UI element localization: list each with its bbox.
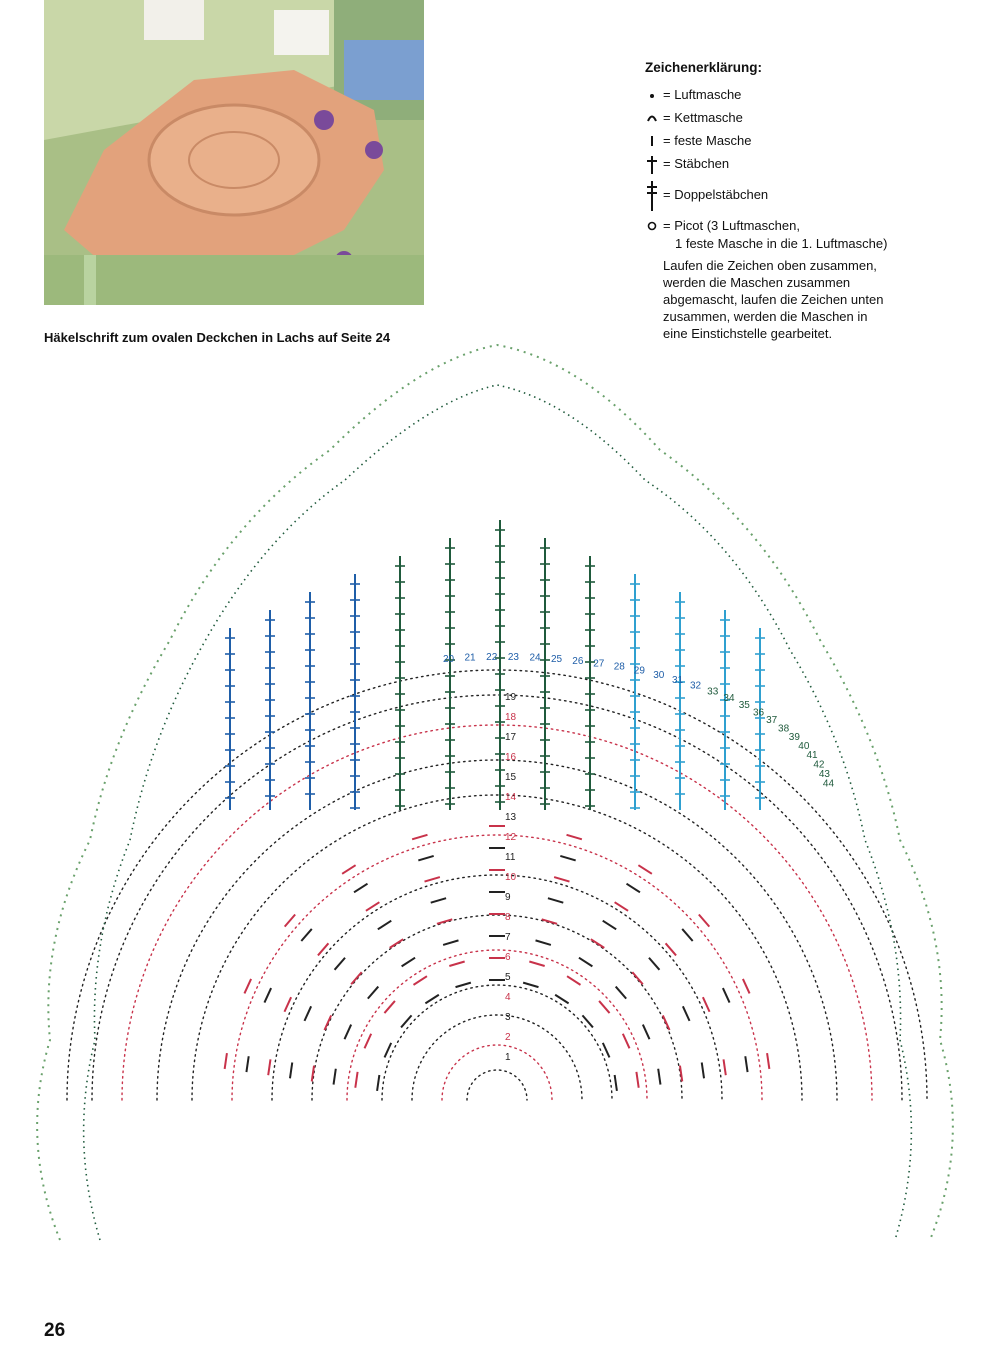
arc-icon (645, 106, 659, 129)
legend-item-text: = Kettmasche (663, 110, 743, 125)
row-number-label: 1 (505, 1052, 511, 1063)
row-number-label: 24 (529, 653, 541, 664)
row-number-label: 35 (739, 700, 751, 711)
row-number-label: 41 (806, 750, 818, 761)
legend-title: Zeichenerklärung: (645, 60, 763, 75)
legend-item-kettmasche: = Kettmasche (615, 106, 995, 129)
note-line: eine Einstichstelle gearbeitet. (663, 326, 833, 341)
row-number-label: 40 (798, 741, 810, 752)
vertical-line-icon (645, 129, 659, 152)
legend-note: Laufen die Zeichen oben zusammen, werden… (663, 257, 913, 342)
note-line: werden die Maschen zusammen (663, 275, 851, 290)
row-number-label: 39 (789, 732, 801, 743)
row-number-label: 7 (505, 932, 511, 943)
row-number-label: 34 (723, 693, 735, 704)
legend-item-luftmasche: = Luftmasche (615, 83, 995, 106)
row-number-label: 23 (508, 652, 520, 663)
row-number-label: 42 (813, 759, 825, 770)
row-number-label: 9 (505, 892, 511, 903)
row-number-label: 32 (690, 680, 702, 691)
row-number-label: 20 (443, 654, 455, 665)
row-number-label: 12 (505, 832, 517, 843)
row-number-label: 37 (766, 715, 778, 726)
legend-item-text: = feste Masche (663, 133, 752, 148)
legend-item-doppelstaebchen: = Doppelstäbchen (615, 175, 995, 215)
legend-item-text: = Doppelstäbchen (663, 187, 769, 202)
row-number-label: 31 (672, 675, 684, 686)
legend-item-text: = Stäbchen (663, 156, 730, 171)
legend-item-feste-masche: = feste Masche (615, 129, 995, 152)
dot-icon (645, 83, 659, 106)
double-cross-icon (645, 175, 659, 215)
row-number-label: 25 (551, 654, 563, 665)
picot-text-line1: = Picot (3 Luftmaschen, (663, 218, 800, 233)
row-number-label: 13 (505, 812, 517, 823)
note-line: Laufen die Zeichen oben zusammen, (663, 258, 877, 273)
row-number-label: 27 (593, 659, 605, 670)
row-number-label: 6 (505, 952, 511, 963)
row-number-label: 11 (505, 852, 516, 863)
row-number-label: 14 (505, 792, 517, 803)
row-number-label: 22 (486, 652, 498, 663)
legend-item-picot: = Picot (3 Luftmaschen, 1 feste Masche i… (615, 215, 995, 255)
row-number-label: 44 (823, 779, 835, 790)
legend-item-text: = Luftmasche (663, 87, 742, 102)
cross-icon (645, 152, 659, 175)
row-number-label: 29 (634, 665, 646, 676)
row-number-label: 10 (505, 872, 517, 883)
legend-item-staebchen: = Stäbchen (615, 152, 995, 175)
row-number-label: 26 (572, 656, 584, 667)
row-number-label: 36 (753, 707, 765, 718)
row-number-label: 19 (505, 692, 517, 703)
page-number: 26 (44, 1320, 66, 1341)
row-number-label: 38 (778, 723, 790, 734)
row-number-label: 18 (505, 712, 517, 723)
row-number-label: 28 (614, 662, 626, 673)
note-line: abgemascht, laufen die Zeichen unten (663, 292, 884, 307)
note-line: zusammen, werden die Maschen in (663, 309, 868, 324)
chart-caption: Häkelschrift zum ovalen Deckchen in Lach… (44, 330, 391, 345)
row-number-label: 4 (505, 992, 511, 1003)
row-number-label: 16 (505, 752, 517, 763)
row-number-label: 17 (505, 732, 517, 743)
row-number-label: 2 (505, 1032, 511, 1043)
picot-icon (645, 215, 659, 238)
picot-text-line2: 1 feste Masche in die 1. Luftmasche) (675, 236, 888, 251)
row-number-label: 5 (505, 972, 511, 983)
row-number-label: 3 (505, 1012, 511, 1023)
row-number-label: 43 (819, 769, 831, 780)
row-number-label: 15 (505, 772, 517, 783)
doily-photo (44, 0, 424, 305)
row-number-label: 30 (653, 670, 665, 681)
row-number-label: 8 (505, 912, 511, 923)
row-number-label: 33 (707, 686, 719, 697)
row-number-label: 21 (465, 653, 477, 664)
symbol-legend: Zeichenerklärung: = Luftmasche = Kettmas… (615, 60, 995, 342)
